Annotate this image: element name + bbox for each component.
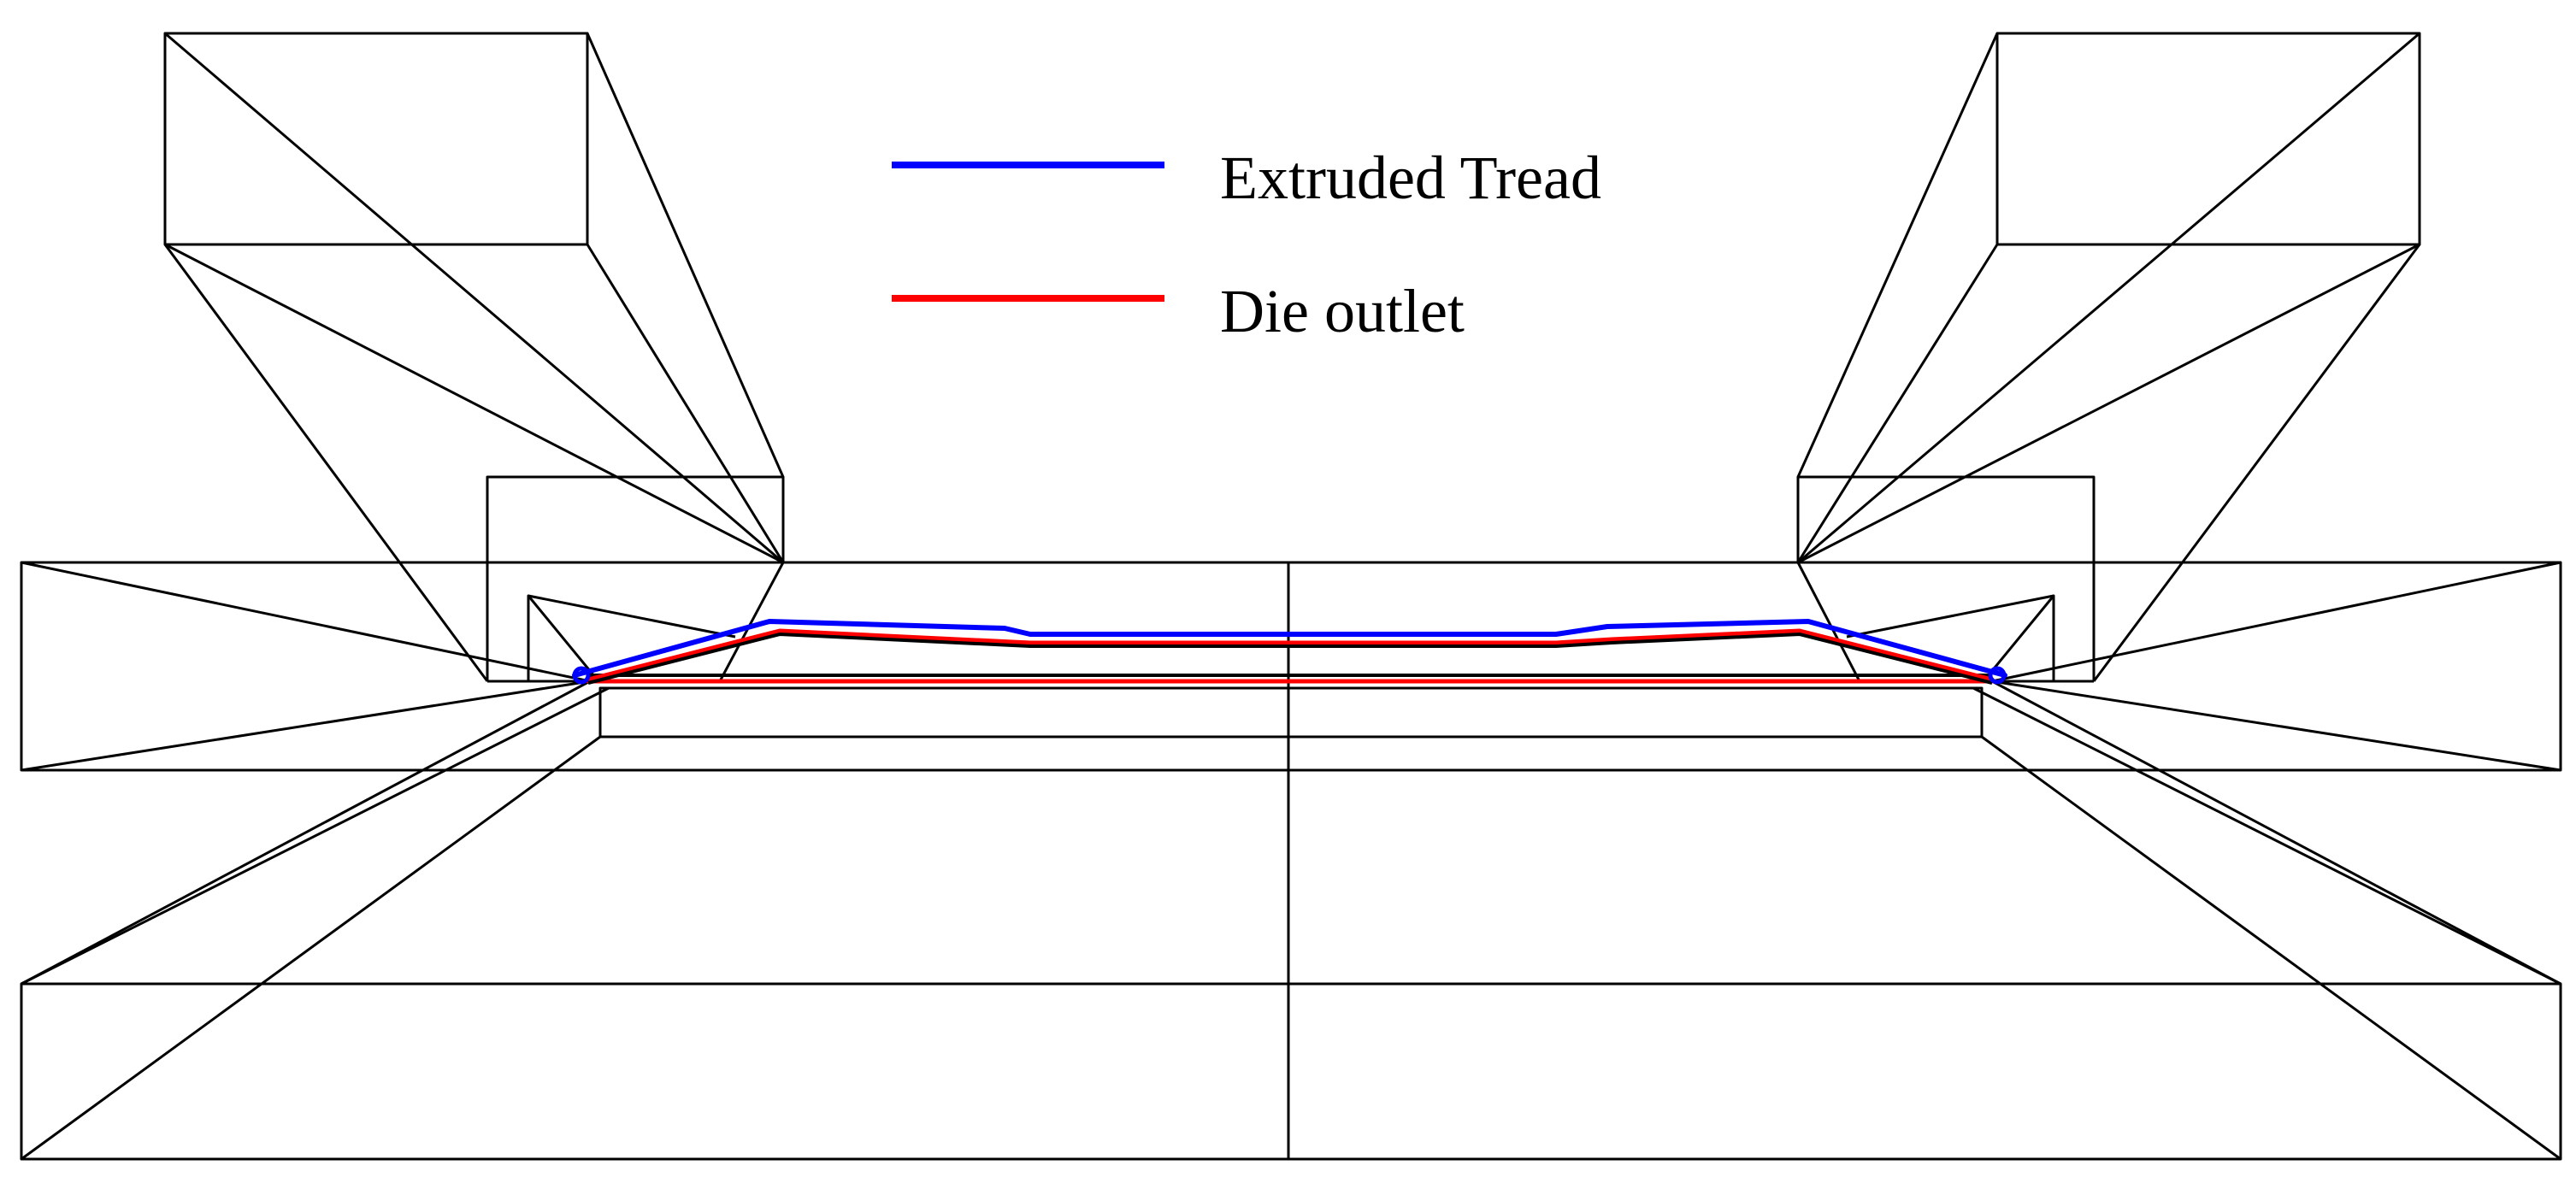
left-upper-edge-tr xyxy=(586,32,785,478)
middle-left-diag-lower xyxy=(21,680,591,772)
tread-end-right xyxy=(1988,666,2007,685)
lower-left-diag-2 xyxy=(21,686,610,986)
left-upper-box-front xyxy=(163,32,589,246)
left-upper-diagonal-2 xyxy=(164,243,784,564)
right-upper-diagonal-2 xyxy=(1797,243,2420,564)
right-upper-box-front xyxy=(1995,32,2421,246)
left-upper-diagonal-1 xyxy=(164,32,784,564)
left-upper-taper xyxy=(718,562,785,682)
middle-right-diag-lower xyxy=(1991,680,2561,772)
right-upper-edge-br xyxy=(2092,244,2421,682)
right-upper-edge-tl xyxy=(1796,32,1999,478)
tread-end-left xyxy=(572,666,591,685)
right-upper-block xyxy=(1796,32,2421,683)
legend-label-extruded-tread: Extruded Tread xyxy=(1220,144,1601,212)
left-upper-block xyxy=(163,32,785,683)
middle-band-outline xyxy=(20,561,2562,772)
left-upper-edge-bl xyxy=(163,244,489,682)
lower-right-diag-3 xyxy=(1981,735,2561,1161)
right-upper-taper xyxy=(1796,562,1861,682)
left-upper-edge-br xyxy=(586,244,785,563)
lower-left-diag-3 xyxy=(21,735,601,1161)
die-outlet-profile xyxy=(586,628,1995,682)
lower-right-diag-2 xyxy=(1972,686,2561,986)
extruded-tread-profile xyxy=(572,619,2007,678)
right-upper-edge-bl xyxy=(1796,244,1999,563)
lower-base-block xyxy=(20,680,2562,1161)
right-upper-diagonal-1 xyxy=(1797,32,2420,564)
lower-right-diag-1 xyxy=(1991,680,2561,986)
middle-right-diag-upper xyxy=(1991,561,2561,683)
legend: Extruded Tread Die outlet xyxy=(892,144,1601,345)
middle-left-diag-upper xyxy=(21,561,591,683)
left-inner-wedge-top xyxy=(528,594,736,639)
outlet-mesh-edge xyxy=(587,632,1993,685)
inner-die-lip xyxy=(598,686,1984,739)
middle-die-band xyxy=(20,561,2562,772)
lower-base-outline xyxy=(20,982,2562,1161)
lower-left-diag-1 xyxy=(21,680,591,986)
right-inner-wedge-top xyxy=(1846,594,2054,639)
legend-label-die-outlet: Die outlet xyxy=(1220,277,1465,345)
